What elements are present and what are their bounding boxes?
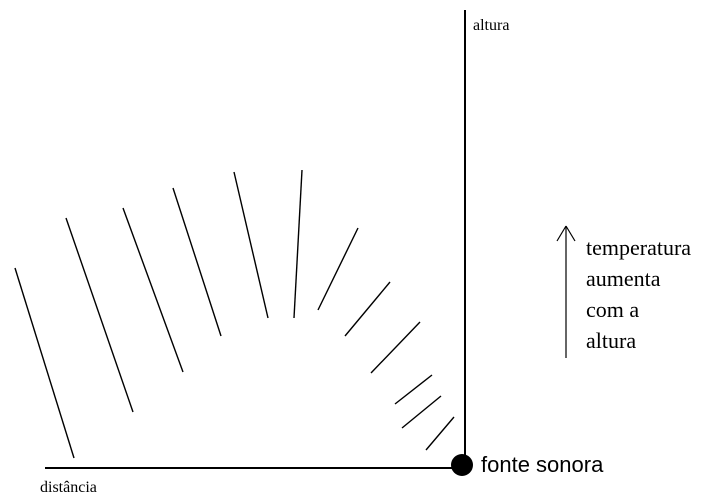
- temperature-note-line: aumenta: [586, 266, 661, 291]
- wavefront-line: [425, 416, 455, 451]
- horizontal-axis-label: distância: [40, 479, 97, 496]
- temperature-note-line: com a: [586, 297, 640, 322]
- sound-source-dot: [451, 454, 473, 476]
- sound-source-label: fonte sonora: [481, 452, 604, 477]
- wavefront-line: [317, 227, 359, 311]
- wavefront-line: [122, 207, 184, 373]
- wavefront-line: [344, 281, 391, 337]
- wavefront-line: [401, 395, 442, 429]
- temperature-arrow: [556, 225, 576, 358]
- wavefront-line: [233, 171, 269, 319]
- temperature-note: temperatura aumenta com a altura: [586, 232, 691, 356]
- temperature-note-line: altura: [586, 328, 637, 353]
- wavefront-lines: [14, 169, 455, 459]
- wavefront-line: [14, 267, 75, 459]
- temperature-note-line: temperatura: [586, 235, 692, 260]
- wavefront-line: [370, 321, 421, 374]
- wavefront-line: [394, 374, 433, 405]
- vertical-axis-label: altura: [473, 17, 510, 34]
- wavefront-line: [172, 187, 222, 337]
- wavefront-line: [65, 217, 134, 413]
- wavefront-line: [293, 169, 303, 319]
